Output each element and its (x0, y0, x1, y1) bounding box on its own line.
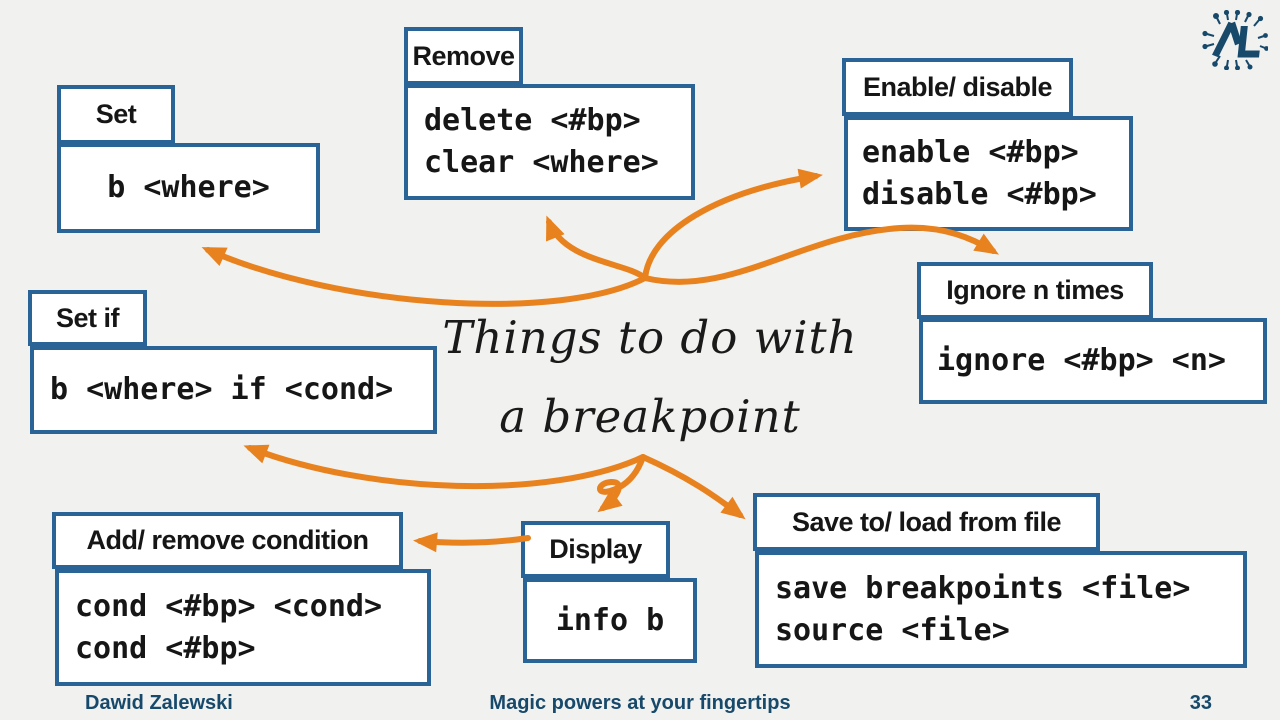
slide-footer: Dawid Zalewski Magic powers at your fing… (0, 690, 1280, 720)
command-box-display: Display info b (521, 521, 697, 663)
box-header-display: Display (521, 521, 670, 578)
box-header-save-load: Save to/ load from file (753, 493, 1100, 551)
box-body-set-if: b <where> if <cond> (30, 346, 437, 434)
box-body-add-remove-condition: cond <#bp> <cond> cond <#bp> (55, 569, 431, 686)
box-title: Add/ remove condition (86, 525, 369, 555)
command-line: ignore <#bp> <n> (937, 343, 1226, 378)
box-body-set: b <where> (57, 143, 320, 233)
box-body-remove: delete <#bp> clear <where> (404, 84, 695, 200)
command-line: b <where> if <cond> (50, 372, 394, 407)
box-title: Ignore n times (946, 275, 1124, 305)
circuit-monogram-logo-icon (1202, 9, 1269, 71)
box-body-ignore: ignore <#bp> <n> (919, 318, 1267, 404)
arrow-to-display (597, 454, 646, 513)
box-title: Display (549, 534, 642, 564)
footer-page-number: 33 (1189, 692, 1212, 714)
command-line: cond <#bp> <cond> (75, 588, 383, 624)
command-box-set-if: Set if b <where> if <cond> (28, 290, 437, 434)
command-box-enable-disable: Enable/ disable enable <#bp> disable <#b… (842, 58, 1133, 231)
command-line: enable <#bp> (862, 134, 1079, 170)
box-header-ignore: Ignore n times (917, 262, 1153, 319)
box-body-save-load: save breakpoints <file> source <file> (755, 551, 1247, 668)
box-title: Remove (412, 40, 515, 71)
footer-talk-title: Magic powers at your fingertips (489, 692, 791, 714)
command-line: cond <#bp> (75, 630, 256, 666)
command-box-remove: Remove delete <#bp> clear <where> (404, 27, 695, 200)
arrow-to-save-load (640, 454, 746, 520)
command-line: source <file> (775, 612, 1010, 648)
command-line: info b (555, 602, 665, 638)
command-line: save breakpoints <file> (775, 570, 1191, 606)
box-title: Set (95, 99, 137, 129)
box-title: Save to/ load from file (791, 506, 1062, 537)
box-header-add-remove-condition: Add/ remove condition (52, 512, 403, 569)
footer-author: Dawid Zalewski (85, 692, 233, 714)
box-body-enable-disable: enable <#bp> disable <#bp> (844, 116, 1133, 231)
command-box-add-remove-condition: Add/ remove condition cond <#bp> <cond> … (52, 512, 431, 686)
box-header-set: Set (57, 85, 175, 144)
command-line: clear <where> (424, 145, 659, 180)
slide-title-line2: a breakpoint (499, 390, 801, 443)
arrow-to-remove (546, 215, 648, 281)
box-header-enable-disable: Enable/ disable (842, 58, 1073, 116)
box-body-display: info b (523, 578, 697, 663)
command-box-save-load: Save to/ load from file save breakpoints… (753, 493, 1247, 668)
command-line: delete <#bp> (424, 103, 641, 138)
slide-title: Things to do with a breakpoint (390, 298, 910, 456)
box-header-remove: Remove (404, 27, 523, 85)
box-title: Enable/ disable (862, 71, 1053, 102)
command-line: disable <#bp> (862, 176, 1097, 212)
arrow-to-add-remove-condition (413, 532, 531, 553)
box-header-set-if: Set if (28, 290, 147, 346)
command-box-set: Set b <where> (57, 85, 320, 233)
slide-title-line1: Things to do with (442, 311, 858, 364)
command-line: b <where> (107, 170, 270, 205)
command-box-ignore: Ignore n times ignore <#bp> <n> (917, 262, 1267, 404)
box-title: Set if (55, 302, 120, 333)
